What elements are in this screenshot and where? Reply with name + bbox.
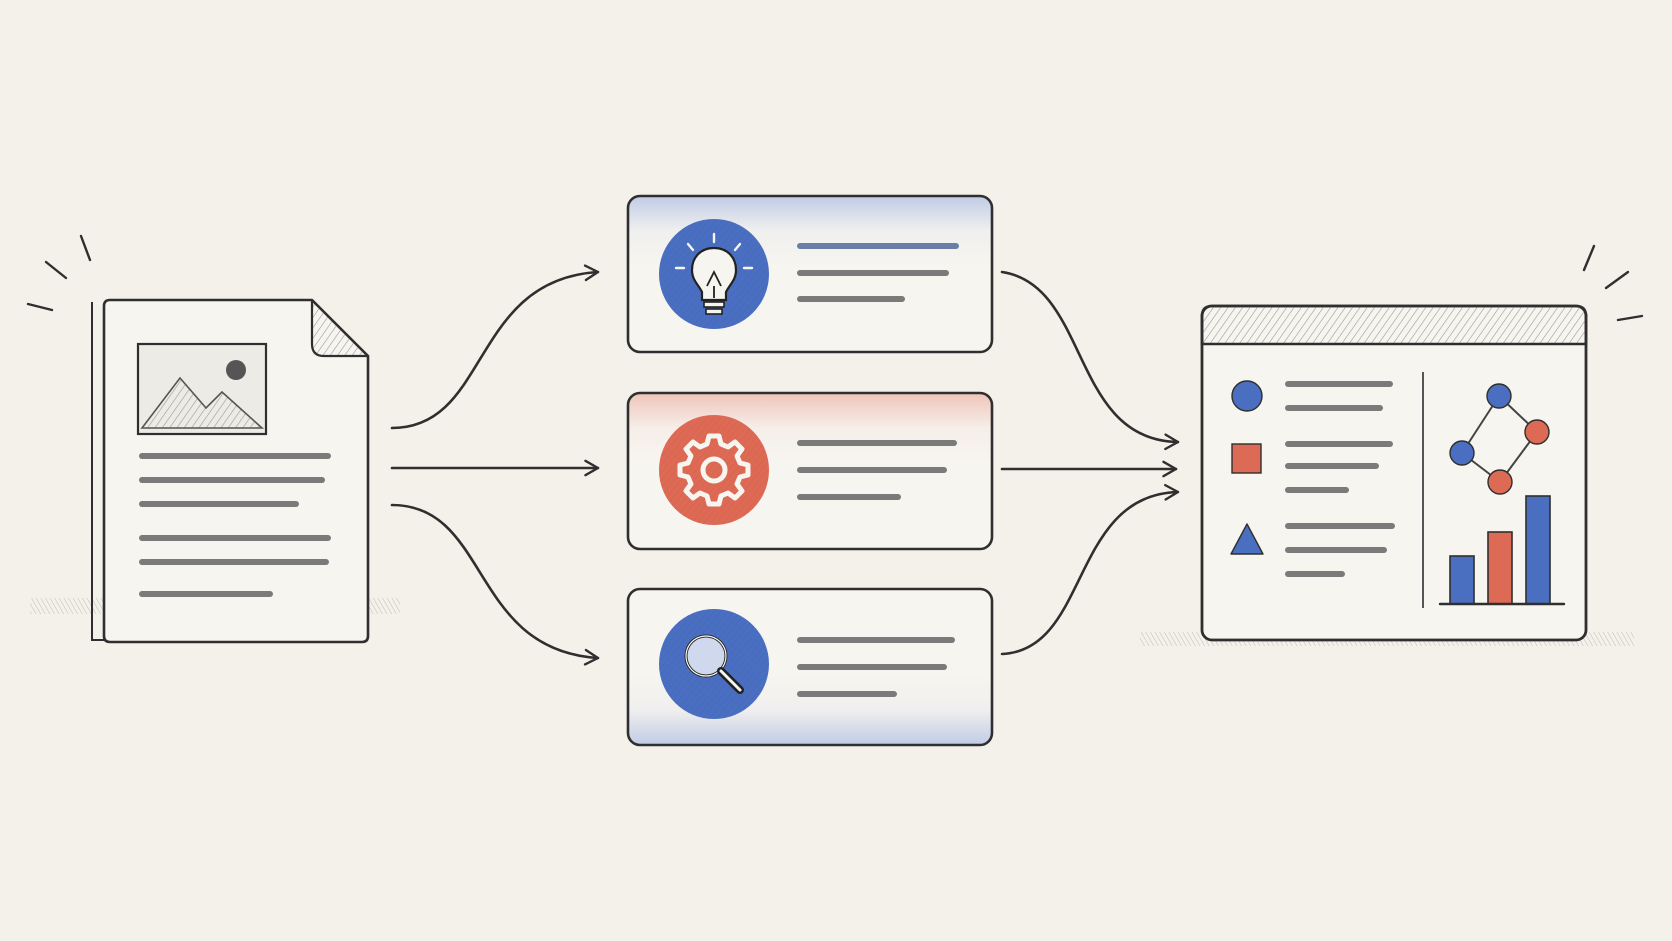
bar-1: [1449, 555, 1475, 605]
source-document: [26, 234, 400, 644]
bar-2: [1487, 531, 1513, 605]
magnifier-icon: [659, 609, 769, 719]
mountain-icon: [140, 376, 265, 429]
process-card-idea: [626, 194, 994, 354]
card-text-lines: [797, 243, 959, 302]
square-icon: [1231, 443, 1262, 474]
sparkle-icon: [26, 234, 92, 312]
process-card-search: [626, 587, 994, 747]
bar-3: [1525, 495, 1551, 605]
document-fold-corner: [310, 298, 370, 358]
process-card-processing: [626, 391, 994, 551]
arrow-search-to-dashboard: [1000, 484, 1180, 656]
gear-icon: [659, 415, 769, 525]
arrow-doc-to-idea: [390, 264, 600, 430]
bar-chart: [1438, 495, 1566, 606]
circle-icon: [1231, 380, 1263, 412]
lightbulb-icon: [659, 219, 769, 329]
card-text-lines: [797, 440, 957, 500]
arrow-idea-to-dashboard: [1000, 270, 1180, 451]
dashboard-titlebar: [1200, 304, 1588, 346]
output-dashboard: [1140, 244, 1644, 646]
arrow-doc-to-search: [390, 503, 600, 666]
sparkle-icon: [1582, 244, 1644, 322]
card-text-lines: [797, 637, 955, 697]
flow-arrows: [390, 264, 1180, 666]
triangle-icon: [1230, 523, 1264, 555]
image-icon: [136, 342, 268, 436]
document-text-lines: [139, 453, 331, 597]
sun-icon: [226, 360, 246, 380]
network-graph-icon: [1449, 383, 1550, 495]
dashboard-text-lines: [1285, 381, 1395, 577]
